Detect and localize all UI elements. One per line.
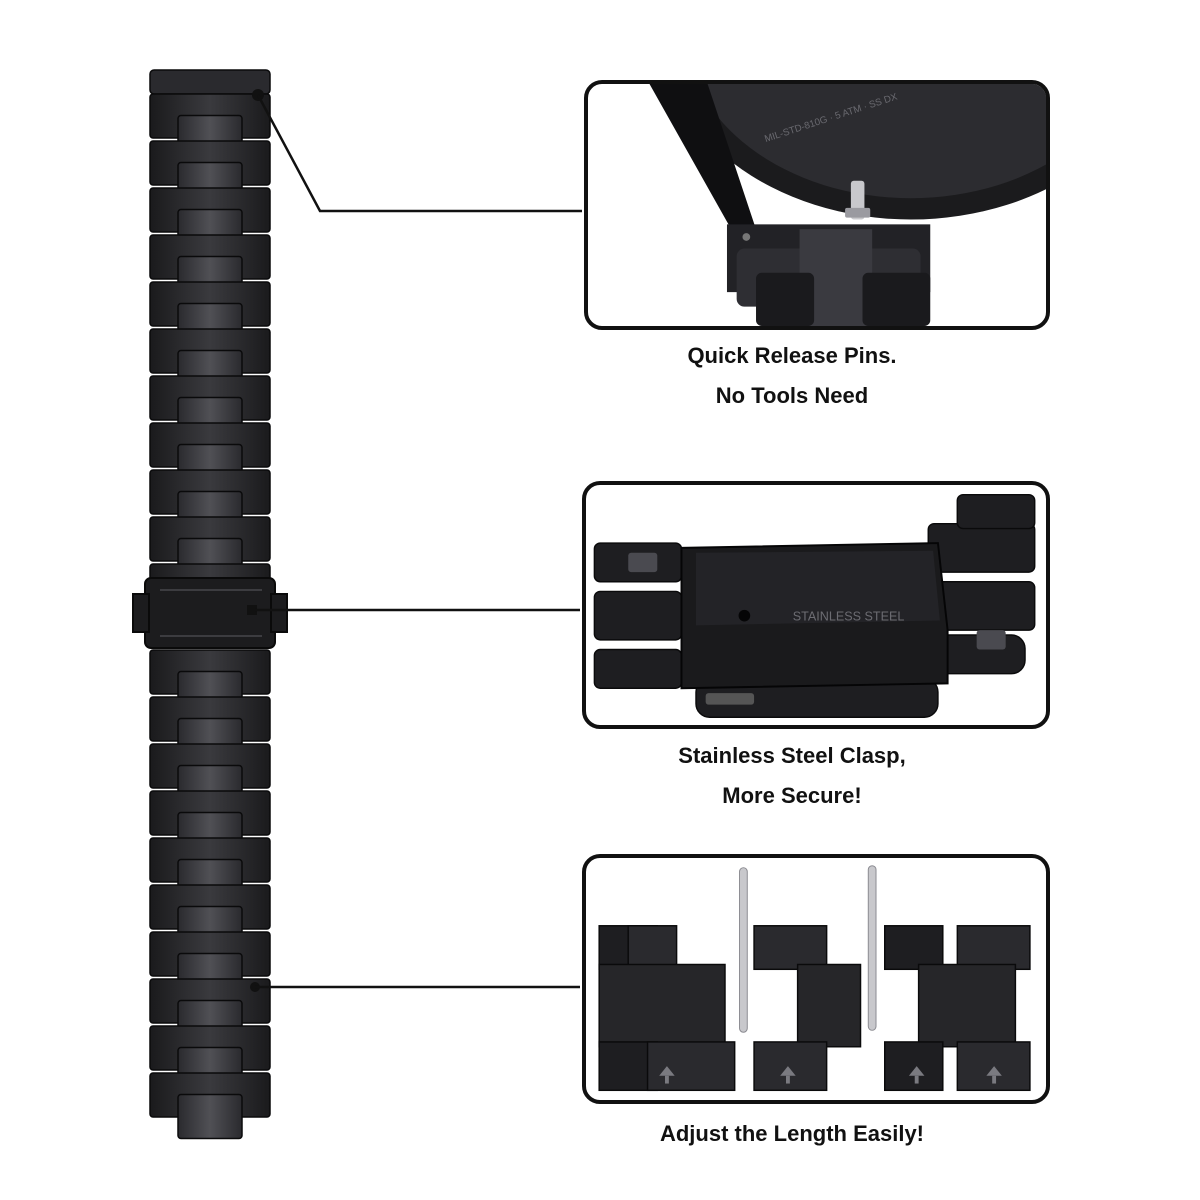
clasp-engraving: STAINLESS STEEL xyxy=(793,609,905,623)
pins-caption: Quick Release Pins. No Tools Need xyxy=(582,336,1002,416)
strap-clasp xyxy=(144,577,276,649)
adjust-caption-line1: Adjust the Length Easily! xyxy=(659,1121,925,1146)
strap-link-center xyxy=(177,1093,243,1140)
pins-caption-line2: No Tools Need xyxy=(715,383,869,408)
strap-end-piece xyxy=(149,69,271,95)
watch-back-image: MIL-STD-810G · 5 ATM · SS DX xyxy=(649,84,1046,326)
adjust-caption: Adjust the Length Easily! xyxy=(582,1114,1002,1154)
adjust-length-panel xyxy=(582,854,1050,1104)
pins-caption-line1: Quick Release Pins. xyxy=(687,343,897,368)
clasp-image: STAINLESS STEEL xyxy=(593,493,1036,718)
link-removal-image xyxy=(598,865,1031,1092)
clasp-caption: Stainless Steel Clasp, More Secure! xyxy=(582,736,1002,816)
clasp-panel: STAINLESS STEEL xyxy=(582,481,1050,729)
watch-strap-image xyxy=(132,69,288,1140)
clasp-caption-line1: Stainless Steel Clasp, xyxy=(678,743,906,768)
clasp-caption-line2: More Secure! xyxy=(722,783,862,808)
quick-release-pins-panel: MIL-STD-810G · 5 ATM · SS DX xyxy=(584,80,1050,330)
